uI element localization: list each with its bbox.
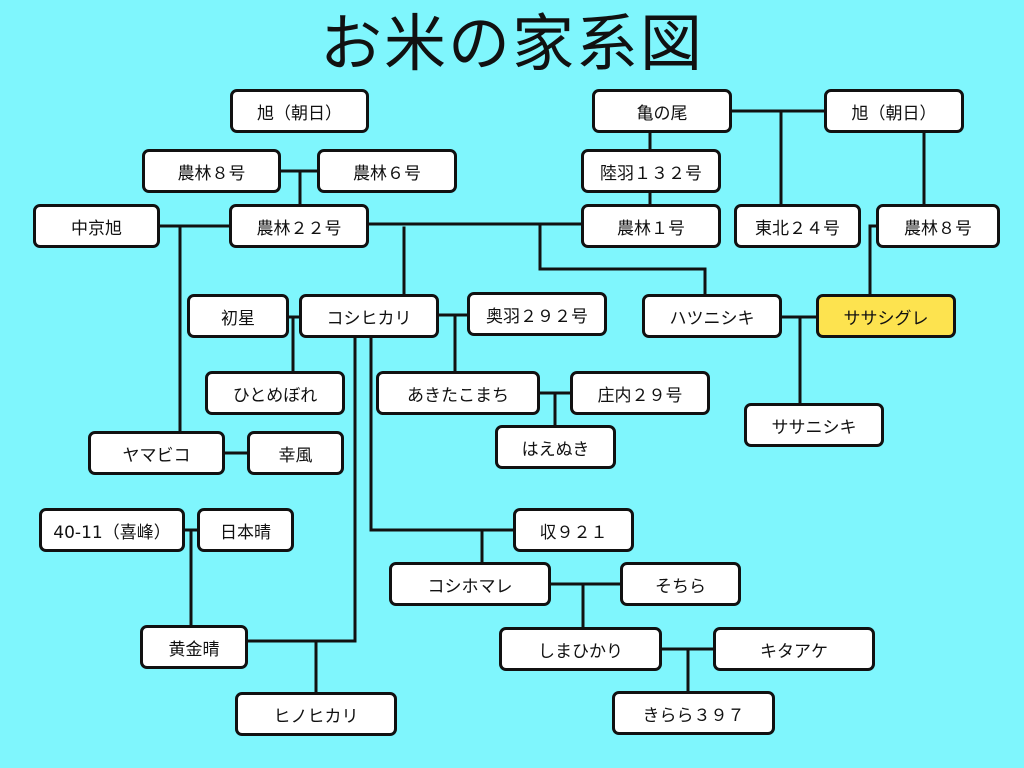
node-hitomebore: ひとめぼれ bbox=[205, 371, 345, 415]
node-asahi-1: 旭（朝日） bbox=[230, 89, 369, 133]
node-shonai29: 庄内２９号 bbox=[570, 371, 710, 415]
diagram-title: お米の家系図 bbox=[319, 7, 704, 80]
node-sasanishiki: ササニシキ bbox=[744, 403, 884, 447]
connector bbox=[658, 647, 717, 694]
connector bbox=[285, 315, 303, 375]
node-sasashigure: ササシグレ bbox=[816, 294, 956, 338]
node-ou292: 奥羽２９２号 bbox=[467, 292, 607, 336]
connector bbox=[245, 336, 357, 643]
node-kiho: 40-11（喜峰） bbox=[39, 508, 185, 552]
node-tohoku24: 東北２４号 bbox=[734, 204, 861, 248]
node-shimahikari: しまひかり bbox=[499, 627, 662, 671]
node-norin8-b: 農林８号 bbox=[876, 204, 1000, 248]
connector bbox=[538, 224, 707, 296]
node-akitakomachi: あきたこまち bbox=[376, 371, 540, 415]
connector bbox=[548, 582, 624, 630]
node-kirara397: きらら３９７ bbox=[612, 691, 775, 735]
node-shu921: 収９２１ bbox=[513, 508, 634, 552]
connector bbox=[277, 169, 321, 207]
node-chukyoasahi: 中京旭 bbox=[33, 204, 160, 248]
node-norin22: 農林２２号 bbox=[229, 204, 369, 248]
node-asahi-2: 旭（朝日） bbox=[824, 89, 964, 133]
node-hinohikari: ヒノヒカリ bbox=[235, 692, 397, 736]
node-rikuu132: 陸羽１３２号 bbox=[581, 149, 721, 193]
node-norin1: 農林１号 bbox=[581, 204, 721, 248]
connector bbox=[181, 528, 201, 628]
node-norin8-a: 農林８号 bbox=[142, 149, 281, 193]
connector bbox=[537, 391, 574, 429]
node-hatsunishiki: ハツニシキ bbox=[642, 294, 782, 338]
connector bbox=[369, 336, 517, 532]
node-koganebare: 黄金晴 bbox=[140, 625, 248, 669]
node-norin6: 農林６号 bbox=[317, 149, 457, 193]
node-nihonbare: 日本晴 bbox=[197, 508, 294, 552]
node-hayenuki: はえぬき bbox=[495, 425, 616, 469]
node-kofu: 幸風 bbox=[247, 431, 344, 475]
node-koshihikari: コシヒカリ bbox=[299, 294, 439, 338]
node-hatsuboshi: 初星 bbox=[187, 294, 289, 338]
node-sochira: そちら bbox=[620, 562, 741, 606]
connector bbox=[436, 313, 471, 375]
node-koshihomare: コシホマレ bbox=[389, 562, 551, 606]
node-kamenoo: 亀の尾 bbox=[592, 89, 732, 133]
node-yamabiko: ヤマビコ bbox=[88, 431, 225, 475]
node-kitaake: キタアケ bbox=[713, 627, 875, 671]
